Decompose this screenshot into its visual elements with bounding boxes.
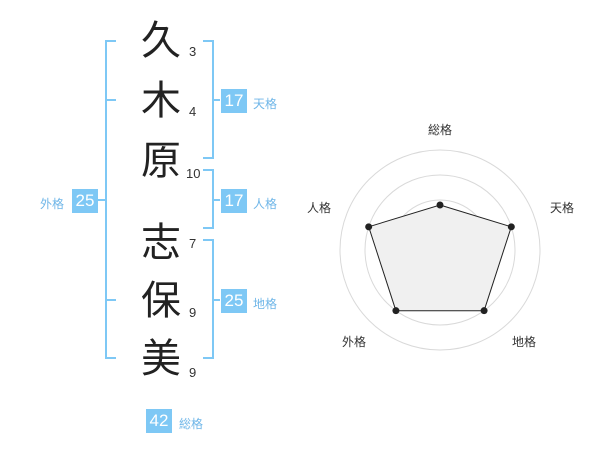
radar-point-2 <box>507 223 515 231</box>
stroke-count-3: 10 <box>186 166 201 181</box>
jinkaku-value: 17 <box>221 189 247 213</box>
soukaku-label: 総格 <box>179 417 204 431</box>
name-char-4: 志 <box>141 220 181 266</box>
soukaku-value: 42 <box>146 409 172 433</box>
radar-ring-3 <box>364 174 516 326</box>
name-char-3: 原 <box>141 138 181 184</box>
jinkaku-label: 人格 <box>253 197 278 211</box>
chikaku-label: 地格 <box>253 297 278 311</box>
tenkaku-bracket <box>203 40 220 159</box>
jinkaku-bracket <box>203 169 220 229</box>
radar-point-4 <box>392 307 400 315</box>
stroke-count-4: 7 <box>189 236 197 251</box>
stroke-count-6: 9 <box>189 365 197 380</box>
radar-point-3 <box>480 307 488 315</box>
name-char-2: 木 <box>141 78 181 124</box>
radar-label-tenkaku: 天格 <box>550 200 574 215</box>
radar-ring-4 <box>339 149 541 351</box>
radar-point-5 <box>365 223 373 231</box>
radar-label-soukaku: 総格 <box>428 122 452 137</box>
stroke-count-2: 4 <box>189 104 197 119</box>
radar-point-1 <box>436 201 444 209</box>
gaikaku-label: 外格 <box>40 197 65 211</box>
radar-polygon <box>368 204 512 312</box>
name-char-1: 久 <box>141 18 181 64</box>
chikaku-value: 25 <box>221 289 247 313</box>
gaikaku-value: 25 <box>72 189 98 213</box>
gaikaku-bracket <box>98 40 116 359</box>
radar-label-gaikaku: 外格 <box>342 334 366 349</box>
chikaku-bracket <box>203 239 220 359</box>
name-char-5: 保 <box>141 278 181 324</box>
radar-chart: 総格 天格 地格 外格 人格 <box>307 122 574 351</box>
radar-label-jinkaku: 人格 <box>307 200 331 215</box>
name-char-6: 美 <box>141 336 181 382</box>
tenkaku-label: 天格 <box>253 97 278 111</box>
stroke-count-5: 9 <box>189 305 197 320</box>
tenkaku-value: 17 <box>221 89 247 113</box>
radar-points <box>365 201 515 315</box>
radar-label-chikaku: 地格 <box>512 334 536 349</box>
stroke-count-1: 3 <box>189 44 197 59</box>
